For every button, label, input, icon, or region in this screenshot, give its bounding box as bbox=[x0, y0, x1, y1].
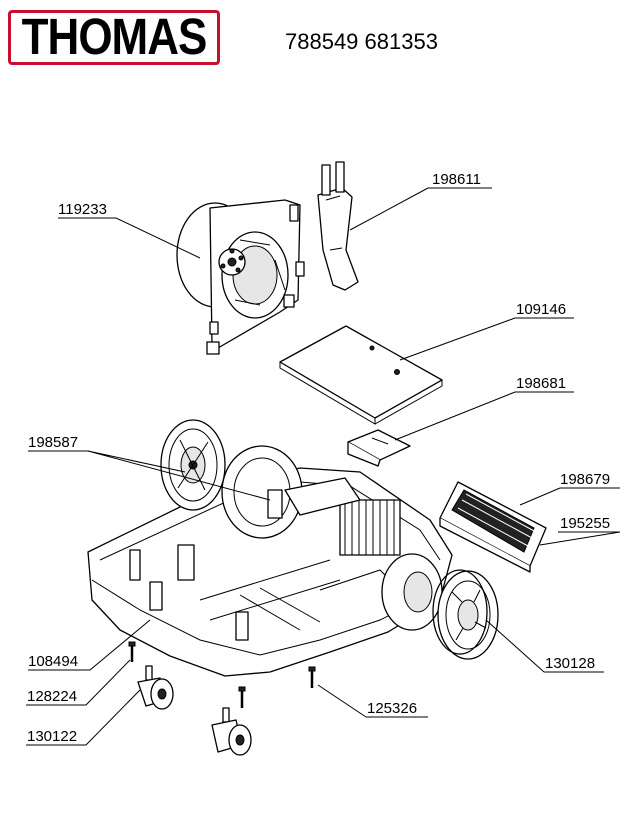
main-body bbox=[87, 445, 453, 677]
part-number-128224: 128224 bbox=[27, 688, 77, 705]
rear-wheel bbox=[432, 569, 499, 660]
part-number-119233: 119233 bbox=[58, 201, 107, 218]
small-clip bbox=[347, 429, 411, 467]
thomas-logo: THOMAS bbox=[8, 10, 220, 65]
part-number-109146: 109146 bbox=[516, 301, 566, 318]
part-number-198679: 198679 bbox=[560, 471, 610, 488]
part-number-198681: 198681 bbox=[516, 375, 566, 392]
motor-fins bbox=[339, 499, 401, 556]
screw-left bbox=[128, 641, 136, 662]
screw-right bbox=[308, 666, 316, 688]
part-number-198587: 198587 bbox=[28, 434, 78, 451]
cable-reel-discs bbox=[160, 419, 226, 511]
model-numbers: 788549 681353 bbox=[285, 29, 438, 54]
logo-text: THOMAS bbox=[21, 8, 208, 66]
part-number-195255: 195255 bbox=[560, 515, 610, 532]
exhaust-grille bbox=[439, 481, 547, 573]
castor-right bbox=[211, 707, 252, 756]
screw-center bbox=[238, 686, 246, 708]
filter-plate bbox=[279, 325, 443, 425]
part-number-108494: 108494 bbox=[28, 653, 78, 670]
leader-lines bbox=[26, 187, 621, 746]
castor-left bbox=[137, 665, 174, 710]
part-number-130122: 130122 bbox=[27, 728, 77, 745]
part-labels: 198611 119233 109146 198681 198587 19867… bbox=[27, 171, 610, 745]
handle-bracket bbox=[317, 161, 359, 291]
cable-reel-housing bbox=[176, 199, 305, 355]
part-number-198611: 198611 bbox=[432, 171, 481, 188]
part-number-130128: 130128 bbox=[545, 655, 595, 672]
part-number-125326: 125326 bbox=[367, 700, 417, 717]
